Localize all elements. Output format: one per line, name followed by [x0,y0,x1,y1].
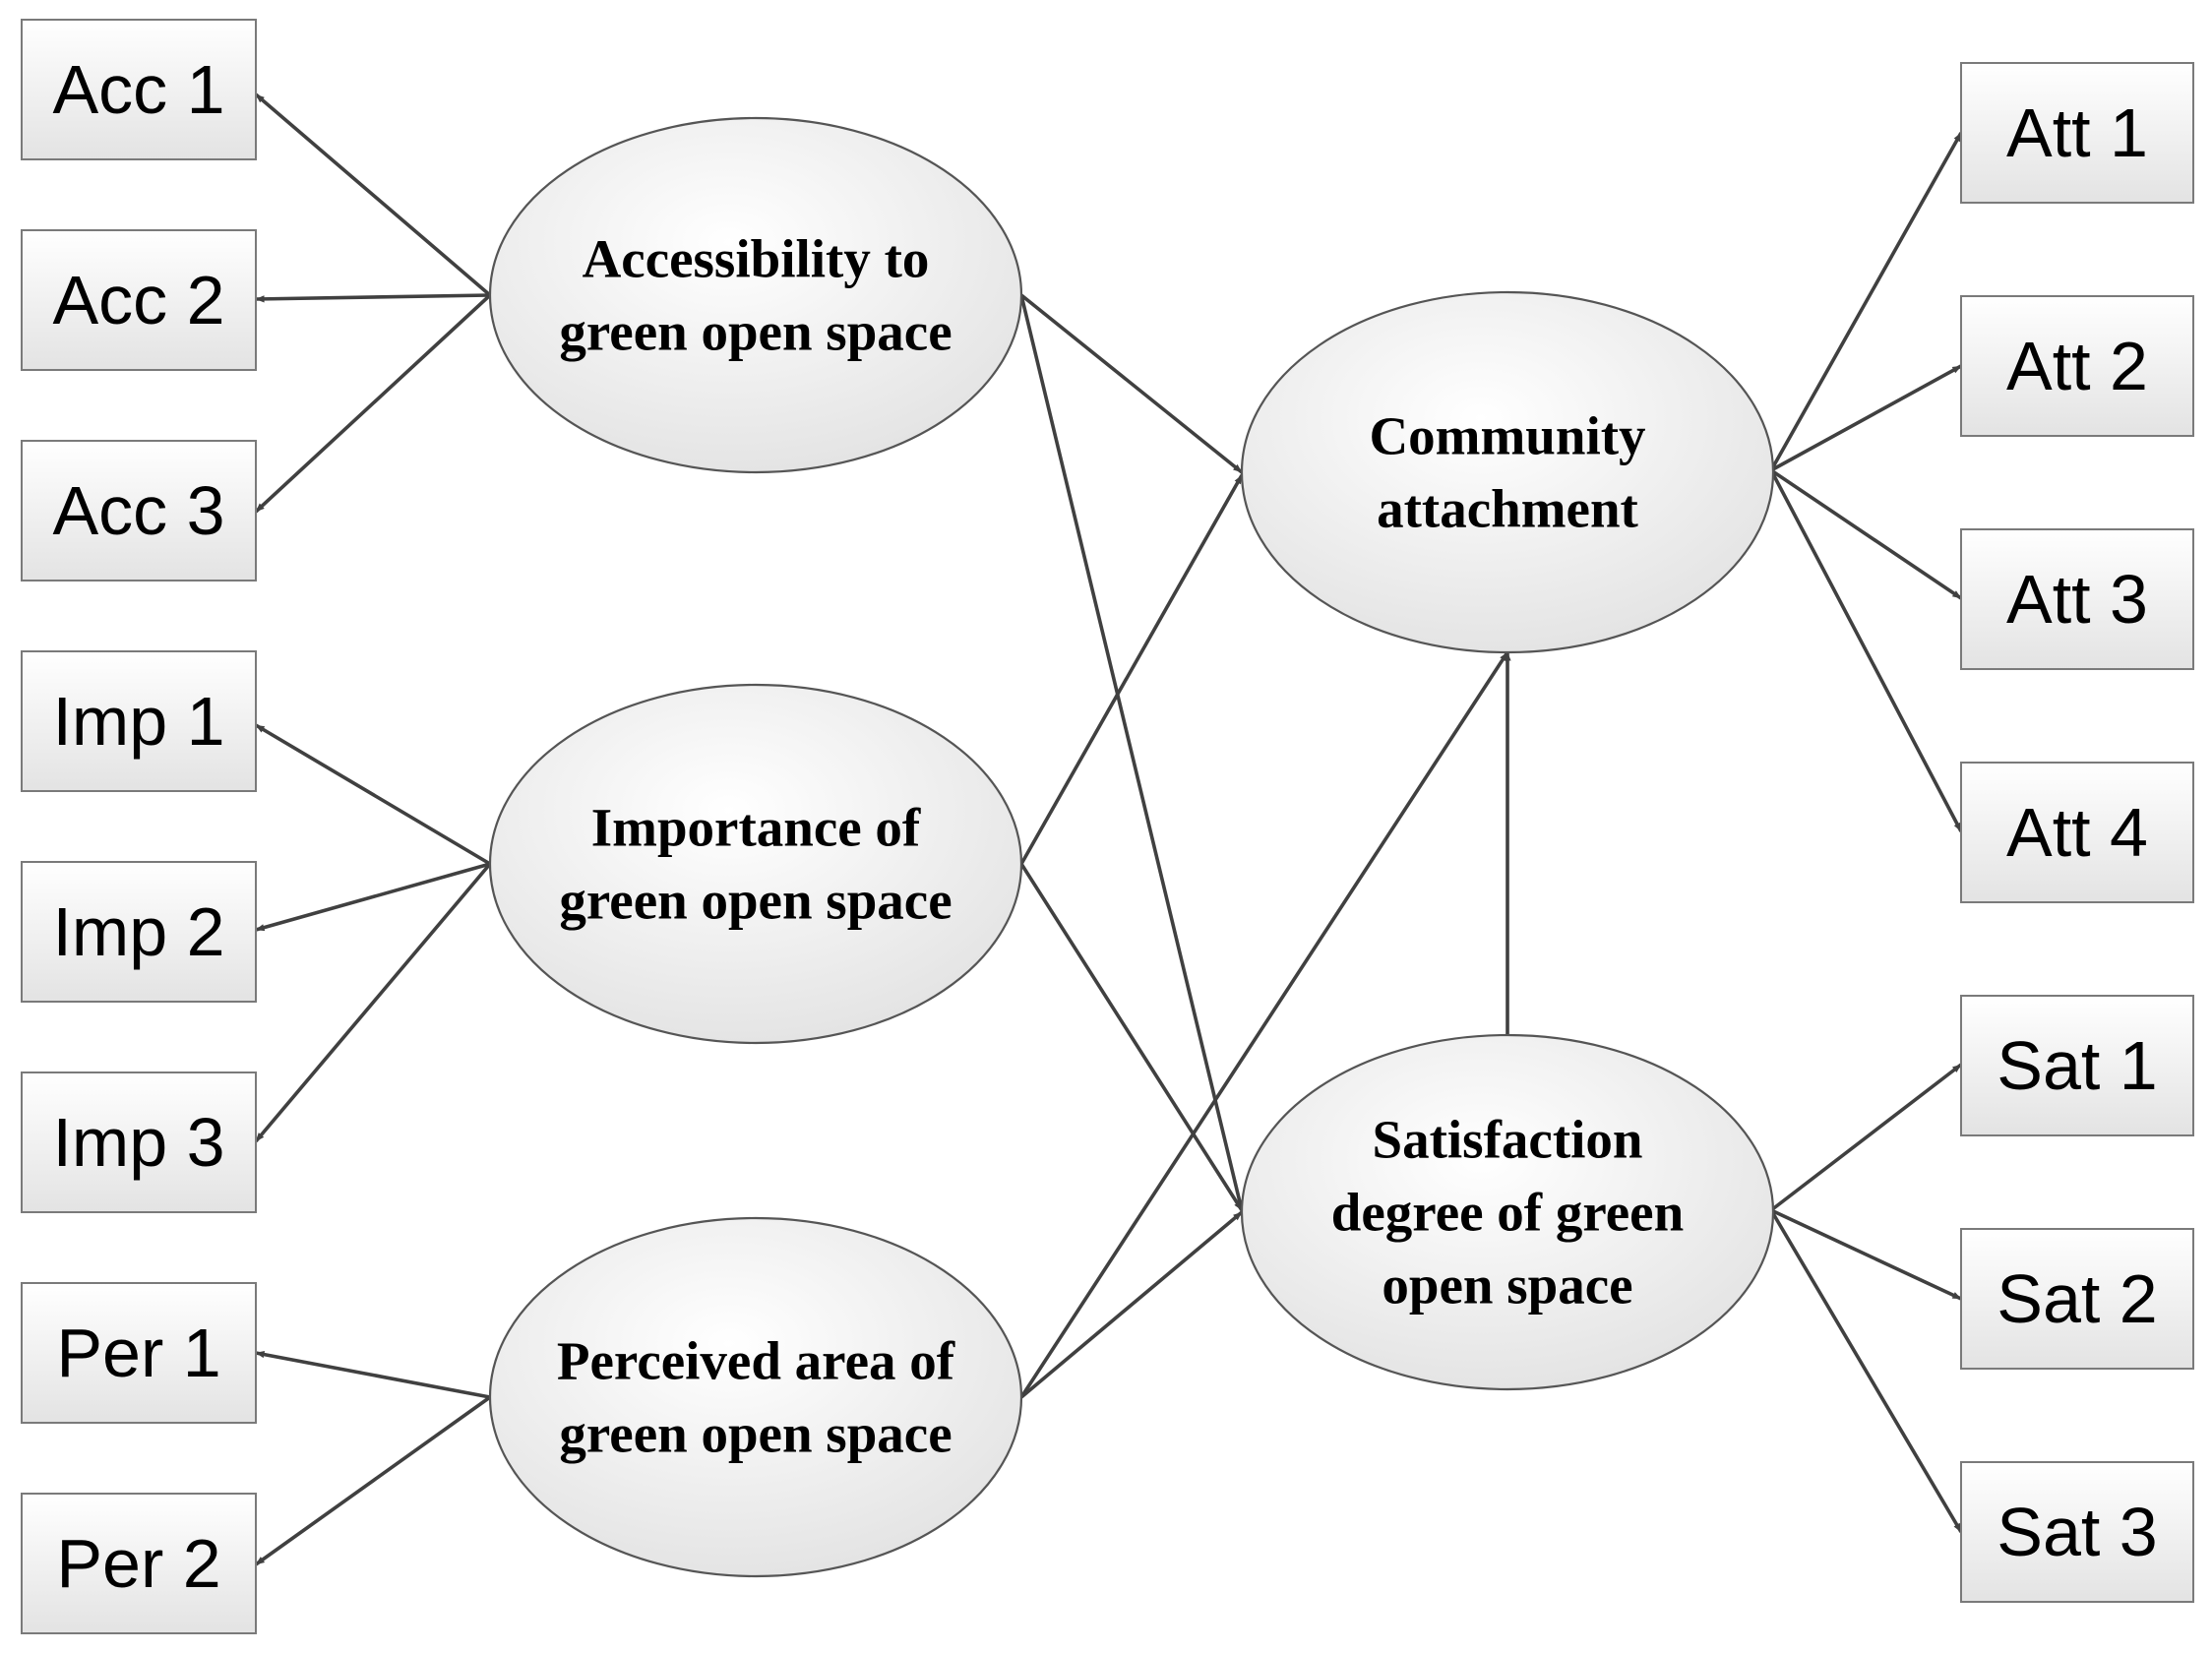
indicator-label-att4: Att 4 [2006,794,2148,871]
construct-satisfaction-line-3: open space [1382,1255,1632,1316]
indicator-label-per1: Per 1 [56,1315,220,1391]
indicator-box-imp1: Imp 1 [21,650,257,792]
indicator-box-sat2: Sat 2 [1960,1228,2194,1370]
indicator-box-acc1: Acc 1 [21,19,257,160]
edge-importance-imp2 [255,862,491,932]
indicator-label-att2: Att 2 [2006,328,2148,404]
path-accessibility-satisfaction [1019,294,1244,1211]
indicator-box-sat3: Sat 3 [1960,1461,2194,1603]
indicator-label-sat1: Sat 1 [1997,1027,2157,1104]
indicator-label-sat3: Sat 3 [1997,1494,2157,1570]
edge-community-att4 [1769,469,1963,832]
indicator-label-att1: Att 1 [2006,94,2148,171]
construct-importance-line-2: green open space [559,871,952,931]
indicator-edges-left [254,92,492,1566]
indicator-label-imp3: Imp 3 [52,1104,224,1181]
construct-importance-line-1: Importance of [591,798,921,858]
construct-satisfaction: Satisfaction degree of green open space [1240,1033,1775,1391]
edge-satisfaction-sat1 [1769,1063,1963,1212]
structural-paths [1019,293,1511,1399]
path-perceived-satisfaction [1019,1210,1244,1399]
edge-importance-imp1 [255,723,491,866]
indicator-box-acc2: Acc 2 [21,229,257,371]
edge-community-att2 [1770,364,1962,472]
construct-community: Community attachment [1240,290,1775,654]
construct-perceived: Perceived area of green open space [488,1216,1023,1578]
indicator-box-att3: Att 3 [1960,528,2194,670]
edge-community-att3 [1769,468,1963,600]
indicator-box-sat1: Sat 1 [1960,995,2194,1136]
indicator-label-acc3: Acc 3 [52,472,224,549]
edge-satisfaction-sat3 [1769,1209,1963,1533]
path-importance-community [1019,474,1244,865]
path-importance-satisfaction [1019,863,1244,1211]
construct-community-line-1: Community [1369,406,1645,466]
edge-accessibility-acc2 [255,293,491,303]
edge-accessibility-acc3 [254,293,492,514]
construct-importance: Importance of green open space [488,683,1023,1045]
construct-accessibility-line-2: green open space [559,302,952,362]
edge-perceived-per2 [254,1395,492,1566]
indicator-label-acc1: Acc 1 [52,51,224,128]
path-accessibility-community [1019,293,1244,474]
construct-perceived-line-2: green open space [559,1404,952,1464]
construct-perceived-line-1: Perceived area of [557,1331,955,1391]
construct-satisfaction-line-2: degree of green [1331,1183,1684,1243]
indicator-label-sat2: Sat 2 [1997,1260,2157,1337]
indicator-box-acc3: Acc 3 [21,440,257,582]
indicator-box-att1: Att 1 [1960,62,2194,204]
indicator-label-att3: Att 3 [2006,561,2148,638]
indicator-label-acc2: Acc 2 [52,262,224,338]
indicator-label-imp2: Imp 2 [52,893,224,970]
path-perceived-community [1019,651,1509,1398]
construct-accessibility-line-1: Accessibility to [583,229,930,289]
indicator-box-per1: Per 1 [21,1282,257,1424]
indicator-label-imp1: Imp 1 [52,683,224,760]
edge-perceived-per1 [255,1351,491,1399]
construct-accessibility: Accessibility to green open space [488,116,1023,474]
indicator-label-per2: Per 2 [56,1525,220,1602]
edge-community-att1 [1769,132,1963,471]
construct-community-line-2: attachment [1377,479,1638,539]
indicator-box-att4: Att 4 [1960,762,2194,903]
indicator-box-imp2: Imp 2 [21,861,257,1003]
construct-satisfaction-line-1: Satisfaction [1373,1110,1643,1170]
edge-importance-imp3 [254,862,492,1143]
edge-accessibility-acc1 [254,92,492,297]
edge-satisfaction-sat2 [1770,1208,1962,1301]
indicator-edges-right [1769,132,1963,1533]
indicator-box-att2: Att 2 [1960,295,2194,437]
indicator-box-imp3: Imp 3 [21,1071,257,1213]
indicator-box-per2: Per 2 [21,1493,257,1634]
